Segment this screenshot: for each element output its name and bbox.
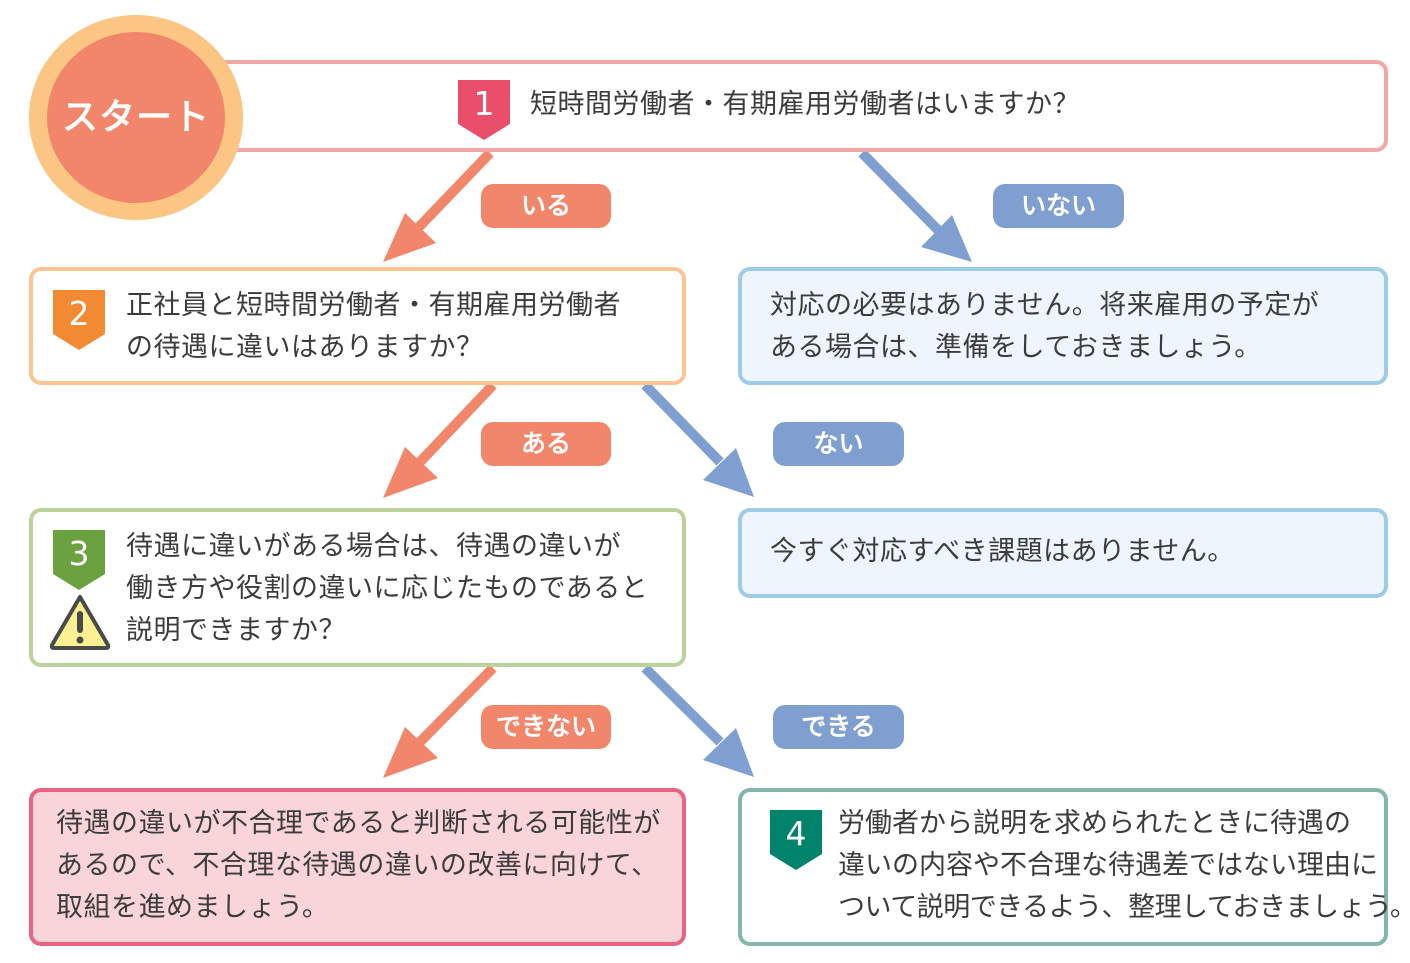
label-no-nai: ない bbox=[773, 422, 904, 466]
question-1-text: 短時間労働者・有期雇用労働者はいますか？ bbox=[530, 89, 1080, 120]
step-4-line-1: 労働者から説明を求められたときに待遇の bbox=[838, 808, 1351, 839]
label-yes-dekiru: できる bbox=[773, 705, 904, 749]
question-3-line-3: 説明できますか？ bbox=[126, 615, 346, 646]
start-circle: スタート bbox=[29, 15, 243, 220]
improvement-line-2: あるので、不合理な待遇の違いの改善に向けて、 bbox=[56, 850, 659, 881]
improvement-line-3: 取組を進めましょう。 bbox=[56, 892, 330, 923]
arrow-q2-no bbox=[641, 381, 754, 497]
step-4-line-3: ついて説明できるよう、整理しておきましょう。 bbox=[838, 892, 1410, 923]
arrow-q2-yes bbox=[383, 381, 497, 498]
arrow-q3-no bbox=[383, 664, 497, 778]
question-2-line-2: の待遇に違いはありますか？ bbox=[126, 332, 484, 363]
no-action-box bbox=[738, 267, 1388, 385]
question-3-line-2: 働き方や役割の違いに応じたものであると bbox=[126, 573, 649, 604]
step-4-box bbox=[738, 788, 1388, 946]
question-3-line-1: 待遇に違いがある場合は、待遇の違いが bbox=[126, 531, 621, 562]
arrow-q1-yes bbox=[383, 149, 494, 262]
start-label: スタート bbox=[61, 97, 210, 138]
improvement-line-1: 待遇の違いが不合理であると判断される可能性が bbox=[56, 808, 661, 839]
question-2-box bbox=[29, 267, 686, 385]
no-issue-text: 今すぐ対応すべき課題はありません。 bbox=[770, 536, 1235, 567]
question-3-box bbox=[29, 508, 686, 667]
label-no-dekinai: できない bbox=[481, 705, 611, 749]
no-action-line-2: ある場合は、準備をしておきましょう。 bbox=[770, 332, 1262, 363]
label-yes-iru: いる bbox=[481, 184, 611, 228]
improvement-box bbox=[29, 788, 686, 946]
step-4-line-2: 違いの内容や不合理な待遇差ではない理由に bbox=[838, 850, 1378, 881]
step-badge-3: 3 bbox=[53, 530, 105, 590]
question-2-line-1: 正社員と短時間労働者・有期雇用労働者 bbox=[126, 290, 621, 321]
arrow-q1-no bbox=[858, 149, 972, 262]
no-action-line-1: 対応の必要はありません。将来雇用の予定が bbox=[770, 290, 1320, 321]
label-no-inai: いない bbox=[993, 184, 1124, 228]
step-badge-4: 4 bbox=[770, 810, 822, 870]
question-1-box bbox=[205, 60, 1388, 152]
warning-icon bbox=[48, 593, 112, 655]
label-yes-aru: ある bbox=[481, 422, 611, 466]
no-issue-box bbox=[738, 508, 1388, 598]
start-inner-circle: スタート bbox=[47, 32, 225, 203]
step-badge-2: 2 bbox=[53, 290, 105, 350]
arrow-q3-yes bbox=[641, 664, 754, 777]
step-badge-1: 1 bbox=[458, 80, 510, 140]
